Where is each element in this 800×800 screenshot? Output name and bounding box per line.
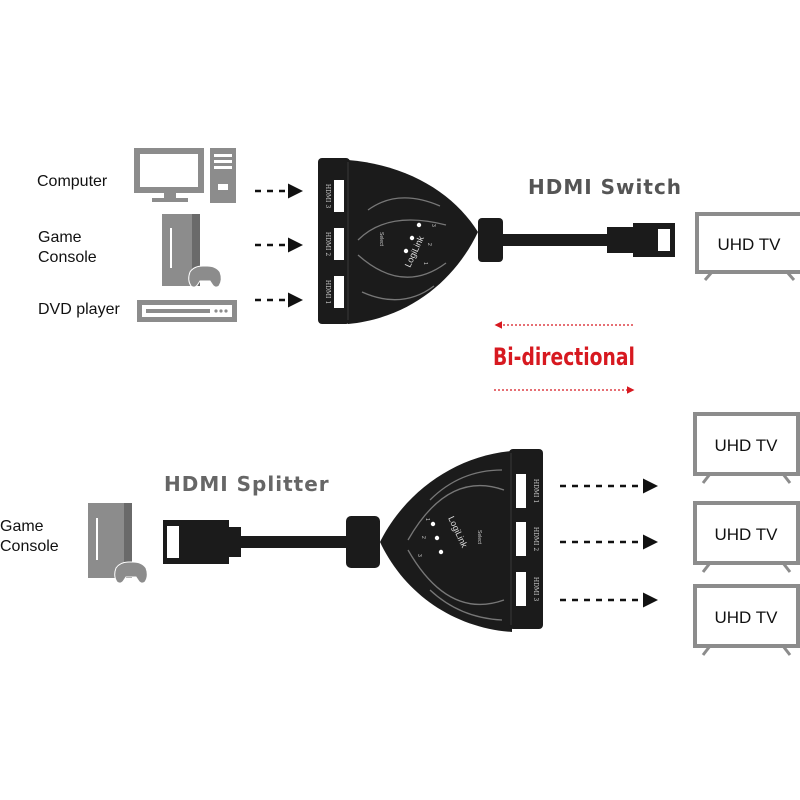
switch-port-label-1: HDMI 1 xyxy=(324,280,331,304)
tv-icon xyxy=(693,584,800,656)
tv-icon xyxy=(693,412,800,484)
switch-tv-label: UHD TV xyxy=(718,235,782,254)
tv-icon xyxy=(693,501,800,573)
splitter-select-label: Select xyxy=(476,530,482,545)
hdmi-switch-title: HDMI Switch xyxy=(528,175,683,199)
switch-port-number-2: 2 xyxy=(426,243,432,246)
game-console-icon xyxy=(162,214,222,288)
input-arrows xyxy=(255,183,303,308)
splitter-port-number-1: 1 xyxy=(424,518,430,521)
splitter-tv-label-3: UHD TV xyxy=(715,608,779,627)
switch-port-number-1: 1 xyxy=(422,262,428,265)
splitter-source-label: Game Console xyxy=(0,518,59,555)
bidirectional-arrows xyxy=(494,321,635,394)
bidirectional-label: Bi-directional xyxy=(493,343,635,371)
splitter-port-label-3: HDMI 3 xyxy=(532,577,539,601)
switch-port-label-2: HDMI 2 xyxy=(324,232,331,256)
splitter-port-label-1: HDMI 1 xyxy=(532,479,539,503)
computer-icon xyxy=(134,148,236,203)
splitter-port-label-2: HDMI 2 xyxy=(532,527,539,551)
tv-icon xyxy=(695,212,800,281)
hdmi-splitter-device xyxy=(163,449,543,632)
switch-port-label-3: HDMI 3 xyxy=(324,184,331,208)
output-arrows xyxy=(560,478,658,608)
switch-select-label: Select xyxy=(378,232,384,247)
splitter-port-number-3: 3 xyxy=(416,554,422,557)
dvd-player-icon xyxy=(137,300,237,322)
game-console-icon xyxy=(88,503,148,584)
hdmi-splitter-title: HDMI Splitter xyxy=(164,472,330,496)
hdmi-switch-device xyxy=(318,158,675,324)
splitter-tv-label-2: UHD TV xyxy=(715,525,779,544)
source-label-game-console: Game Console xyxy=(38,229,97,266)
source-label-dvd-player: DVD player xyxy=(38,301,120,318)
splitter-port-number-2: 2 xyxy=(420,536,426,539)
switch-port-number-3: 3 xyxy=(430,224,436,227)
source-label-computer: Computer xyxy=(37,173,108,190)
splitter-tv-label-1: UHD TV xyxy=(715,436,779,455)
